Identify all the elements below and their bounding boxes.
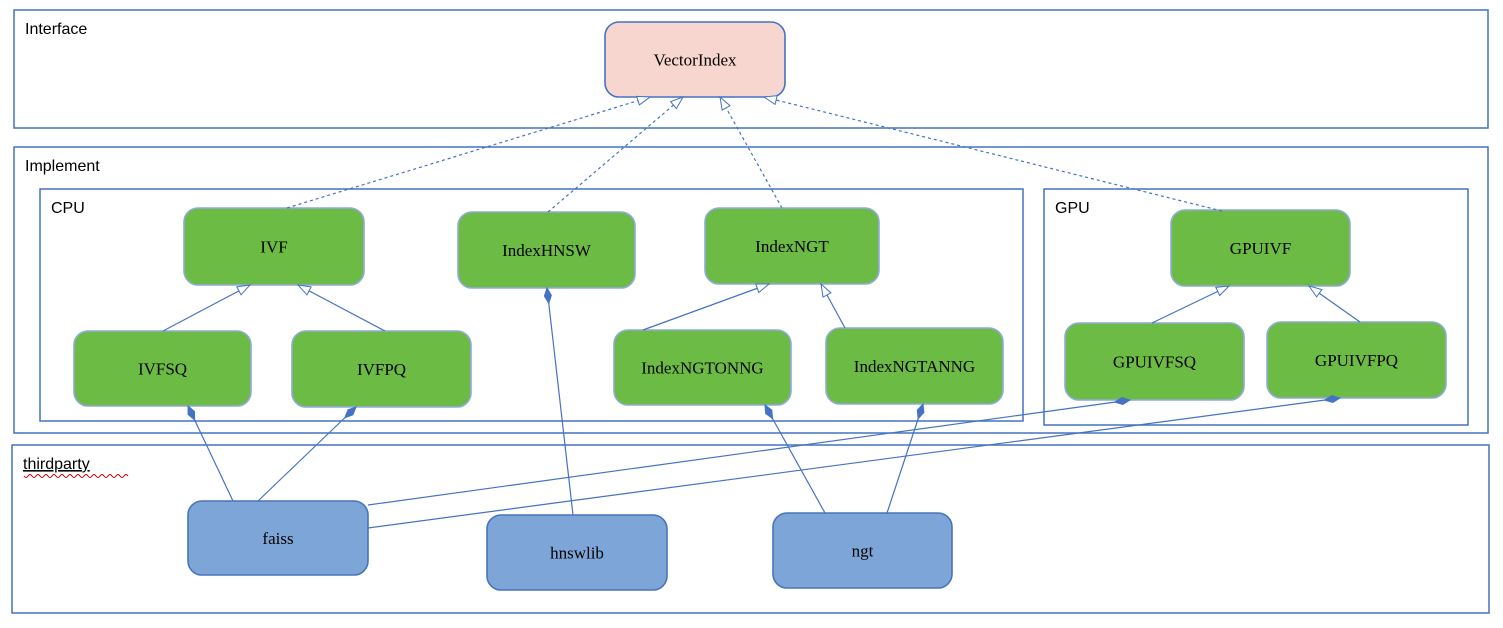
- edge-generalization-IVFSQ-to-IVF: [162, 284, 252, 332]
- gpu-label: GPU: [1055, 200, 1090, 217]
- implement-label: Implement: [25, 158, 100, 175]
- node-IndexNGT: IndexNGT: [704, 207, 880, 285]
- VectorIndex-label: VectorIndex: [653, 51, 737, 70]
- implement-frame: [13, 146, 1489, 434]
- IVFPQ-box: [291, 330, 472, 408]
- node-ngt: ngt: [772, 512, 953, 589]
- hnswlib-label: hnswlib: [550, 544, 604, 563]
- edge-generalization-IndexNGTANNG-to-IndexNGT: [820, 282, 846, 329]
- thirdparty-spellcheck-squiggle: [23, 474, 129, 478]
- GPUIVFPQ-box: [1266, 321, 1447, 399]
- edge-composition-hnswlib-to-IndexHNSW: [547, 288, 574, 516]
- faiss-box: [187, 500, 369, 576]
- thirdparty-label: thirdparty: [23, 456, 90, 473]
- IndexNGTONNG-box: [613, 329, 792, 406]
- edge-realization-IndexHNSW-to-VectorIndex: [547, 96, 685, 213]
- VectorIndex-box: [604, 21, 786, 98]
- node-GPUIVF: GPUIVF: [1170, 209, 1351, 287]
- container-implement: Implement: [13, 146, 1489, 434]
- thirdparty-frame: [11, 444, 1490, 614]
- GPUIVF-label: GPUIVF: [1230, 239, 1291, 258]
- GPUIVFPQ-label: GPUIVFPQ: [1315, 351, 1398, 370]
- edge-generalization-IVFPQ-to-IVF: [296, 284, 386, 332]
- edge-composition-faiss-to-IVFPQ: [257, 407, 356, 502]
- GPUIVFSQ-box: [1064, 322, 1245, 401]
- gpu-frame: [1043, 188, 1469, 426]
- edge-realization-IVF-to-VectorIndex: [286, 95, 652, 209]
- node-faiss: faiss: [187, 500, 369, 576]
- node-hnswlib: hnswlib: [486, 514, 668, 591]
- container-thirdparty: thirdparty: [11, 444, 1490, 614]
- edge-composition-faiss-to-IVFSQ: [187, 406, 234, 502]
- cpu-label: CPU: [51, 200, 85, 217]
- interface-label: Interface: [25, 21, 87, 38]
- IVF-label: IVF: [260, 238, 287, 257]
- ngt-label: ngt: [852, 542, 874, 561]
- node-IndexHNSW: IndexHNSW: [457, 211, 636, 289]
- edge-generalization-GPUIVFSQ-to-GPUIVF: [1151, 285, 1231, 324]
- node-GPUIVFSQ: GPUIVFSQ: [1064, 322, 1245, 401]
- IVFPQ-label: IVFPQ: [357, 360, 406, 379]
- node-GPUIVFPQ: GPUIVFPQ: [1266, 321, 1447, 399]
- GPUIVF-box: [1170, 209, 1351, 287]
- container-gpu: GPU: [1043, 188, 1469, 426]
- node-IndexNGTANNG: IndexNGTANNG: [825, 327, 1004, 405]
- edge-generalization-GPUIVFPQ-to-GPUIVF: [1307, 285, 1361, 323]
- IndexNGT-box: [704, 207, 880, 285]
- interface-frame: [13, 9, 1489, 129]
- GPUIVFSQ-label: GPUIVFSQ: [1113, 353, 1196, 372]
- node-VectorIndex: VectorIndex: [604, 21, 786, 98]
- container-cpu: CPU: [39, 188, 1024, 422]
- IndexNGT-label: IndexNGT: [755, 237, 829, 256]
- edge-realization-IndexNGT-to-VectorIndex: [719, 95, 783, 209]
- IndexNGTANNG-box: [825, 327, 1004, 405]
- edge-realization-GPUIVF-to-VectorIndex: [762, 95, 1223, 212]
- container-interface: Interface: [13, 9, 1489, 129]
- node-IVF: IVF: [183, 207, 365, 286]
- edge-composition-ngt-to-IndexNGTONNG: [765, 405, 826, 514]
- edge-generalization-IndexNGTONNG-to-IndexNGT: [642, 283, 771, 331]
- IVFSQ-label: IVFSQ: [138, 360, 187, 379]
- IVFSQ-box: [73, 330, 252, 407]
- hnswlib-box: [486, 514, 668, 591]
- IVF-box: [183, 207, 365, 286]
- node-IndexNGTONNG: IndexNGTONNG: [613, 329, 792, 406]
- ngt-box: [772, 512, 953, 589]
- IndexHNSW-label: IndexHNSW: [502, 241, 592, 260]
- node-IVFSQ: IVFSQ: [73, 330, 252, 407]
- edge-composition-ngt-to-IndexNGTANNG: [886, 404, 923, 514]
- cpu-frame: [39, 188, 1024, 422]
- IndexNGTANNG-label: IndexNGTANNG: [854, 357, 975, 376]
- edge-composition-faiss-to-GPUIVFSQ: [367, 400, 1130, 506]
- edge-composition-faiss-to-GPUIVFPQ: [367, 398, 1340, 529]
- faiss-label: faiss: [262, 529, 293, 548]
- node-IVFPQ: IVFPQ: [291, 330, 472, 408]
- IndexNGTONNG-label: IndexNGTONNG: [641, 359, 763, 378]
